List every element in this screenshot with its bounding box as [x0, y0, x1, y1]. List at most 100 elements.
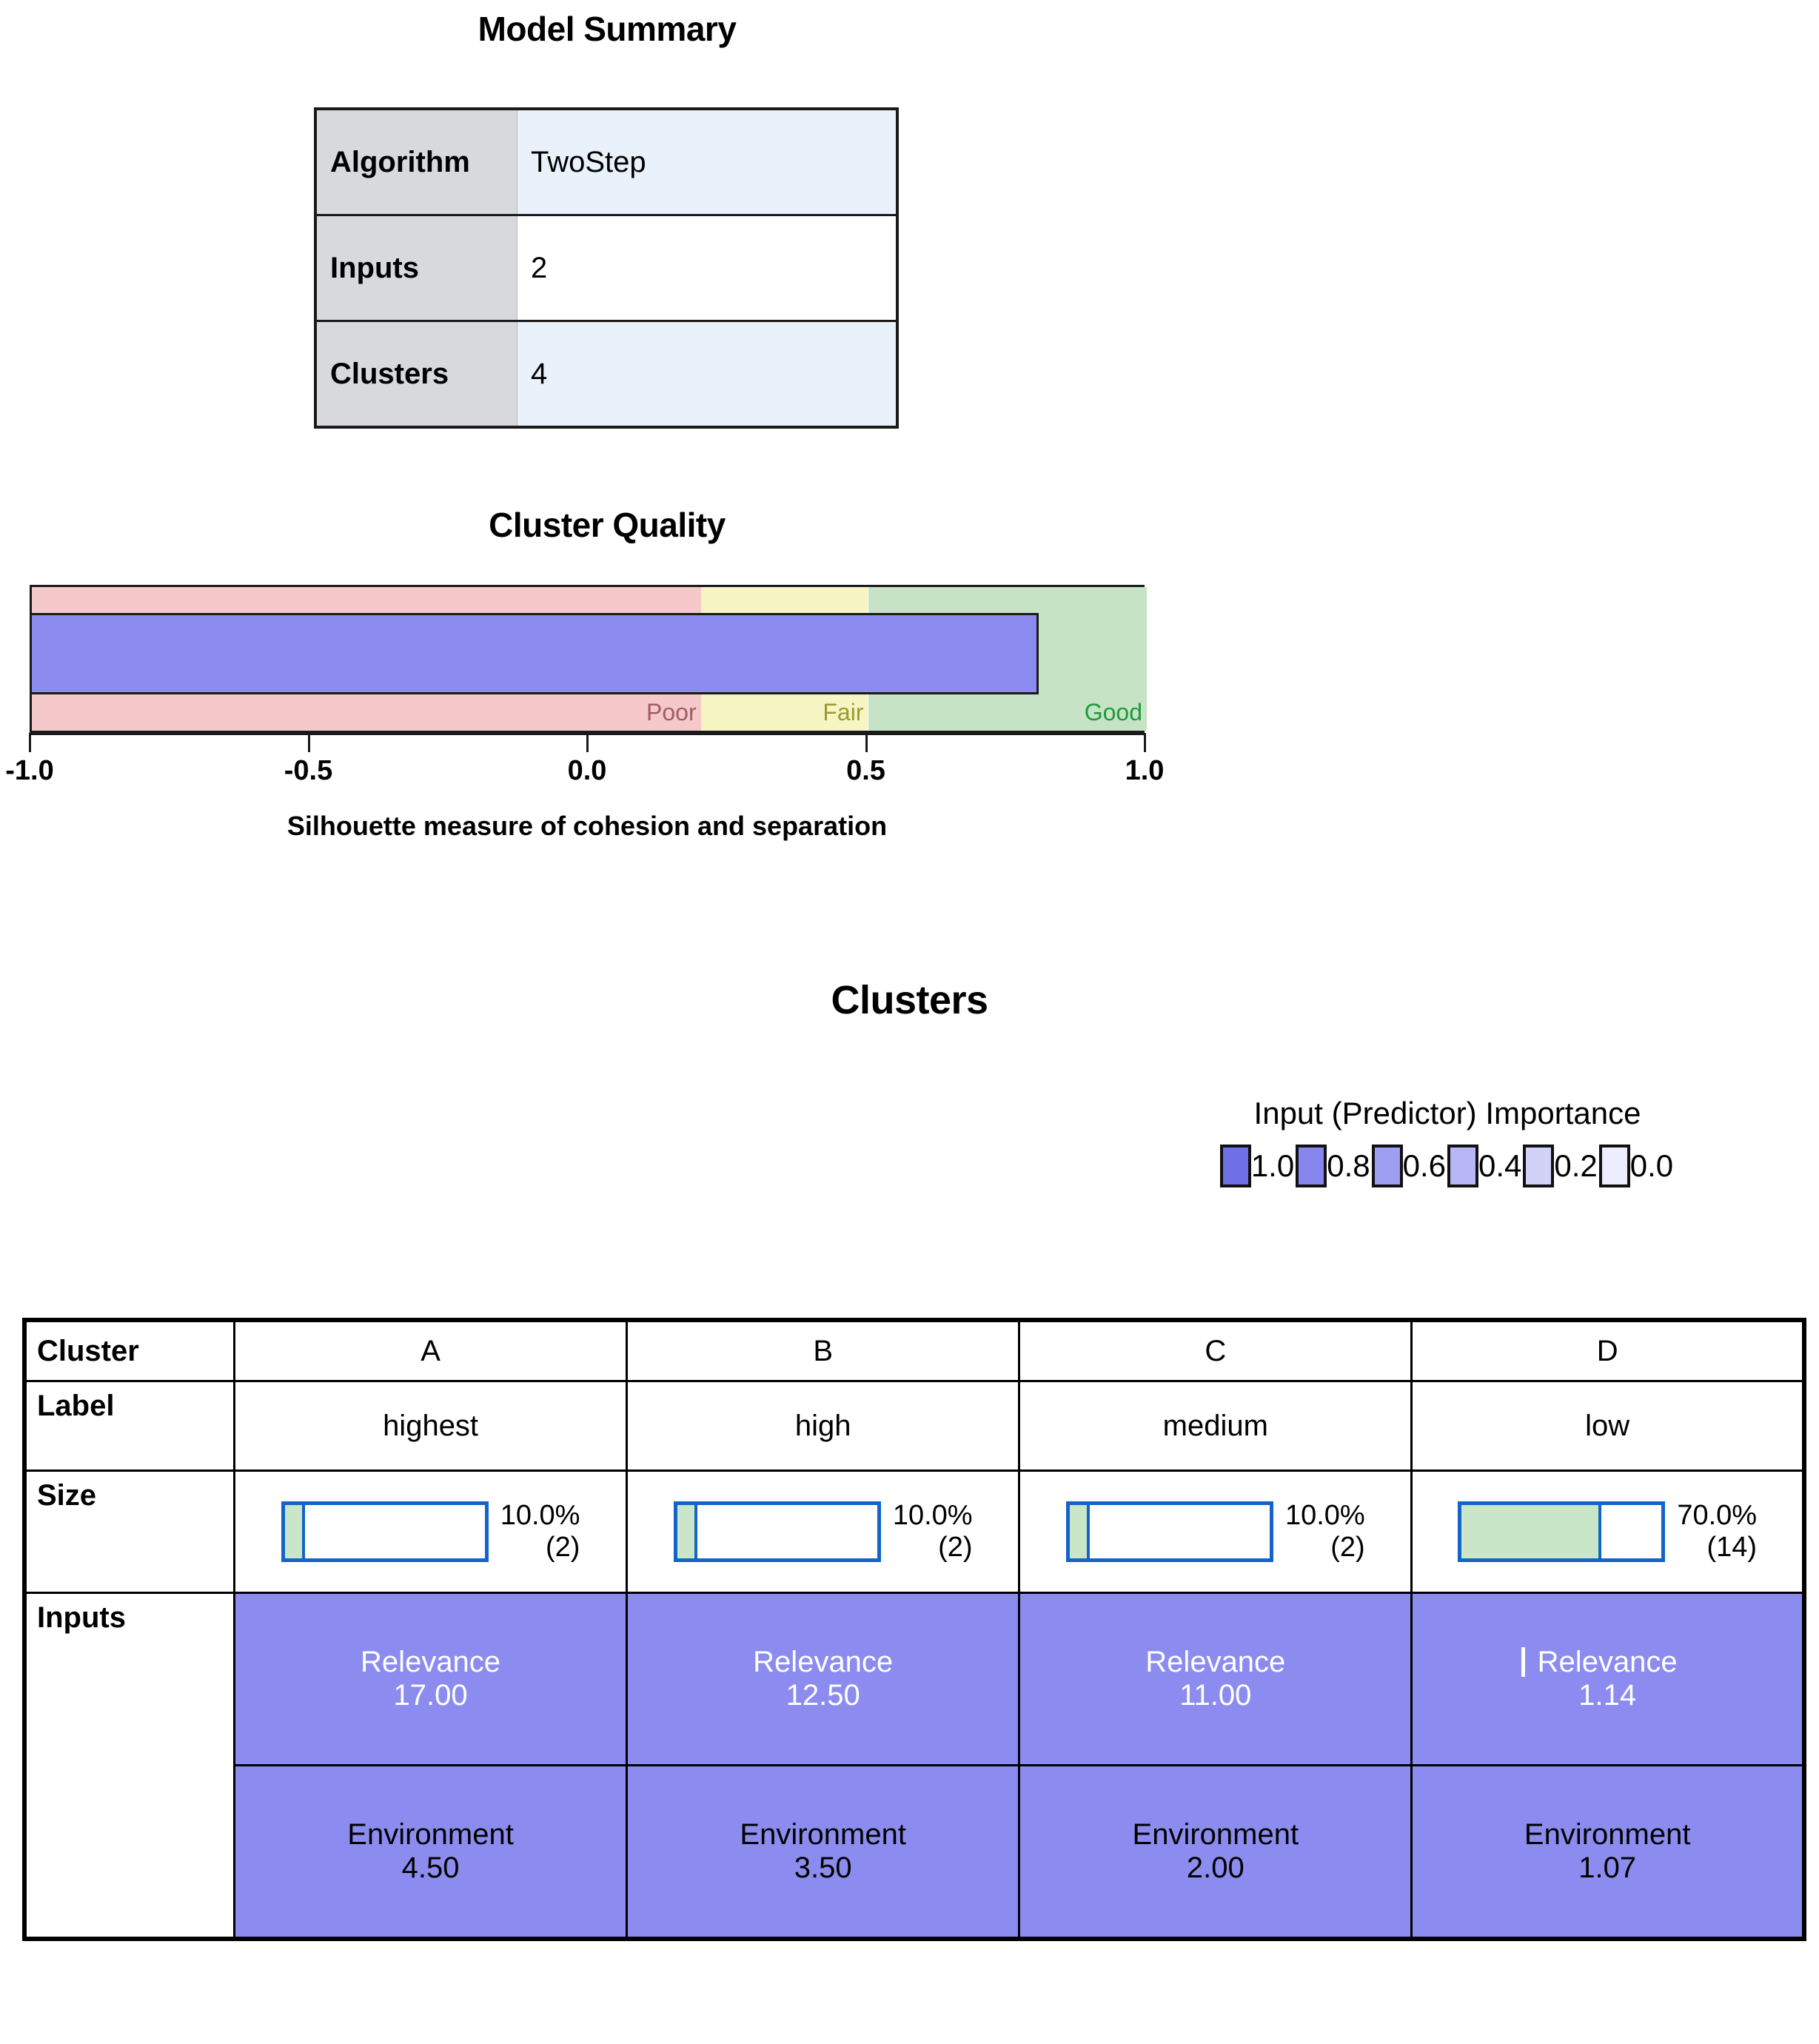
input-environment-value-d: 1.07: [1578, 1851, 1637, 1884]
silhouette-axis: -1.0 -0.5 0.0 0.5 1.0: [5, 733, 1164, 814]
input-environment-c: Environment 2.00: [1018, 1764, 1413, 1940]
clusters-title: Clusters: [831, 978, 988, 1022]
cluster-size-c: 10.0% (2): [1018, 1470, 1413, 1594]
input-environment-name-b: Environment: [740, 1818, 906, 1852]
cluster-size-b: 10.0% (2): [626, 1470, 1021, 1594]
cluster-name-a: A: [232, 1318, 629, 1382]
table-row: Clusters 4: [317, 320, 896, 426]
size-text-d: 70.0% (14): [1677, 1500, 1757, 1563]
model-summary-label-inputs: Inputs: [317, 214, 517, 322]
size-bar-fill-d: [1461, 1505, 1602, 1558]
input-relevance-a: Relevance 17.00: [232, 1592, 629, 1766]
cluster-name-d: D: [1410, 1318, 1806, 1382]
size-count-b: (2): [938, 1532, 973, 1563]
input-relevance-b: Relevance 12.50: [626, 1592, 1021, 1766]
axis-tick: [1144, 733, 1146, 752]
size-bar-fill-c: [1069, 1505, 1090, 1558]
input-environment-name-c: Environment: [1132, 1818, 1299, 1852]
importance-swatch-1-0: [1219, 1145, 1251, 1187]
input-relevance-name-b: Relevance: [753, 1646, 894, 1679]
size-text-b: 10.0% (2): [893, 1500, 973, 1563]
model-summary-label-algorithm: Algorithm: [317, 110, 517, 216]
silhouette-quality-chart: Poor Fair Good: [30, 585, 1147, 733]
cluster-label-d: low: [1410, 1380, 1806, 1472]
importance-swatch-0-6: [1371, 1145, 1403, 1187]
input-relevance-c: Relevance 11.00: [1018, 1592, 1413, 1766]
model-summary-value-inputs: 2: [517, 214, 896, 322]
input-environment-d: Environment 1.07: [1410, 1764, 1806, 1940]
size-bar-fill-a: [284, 1505, 305, 1558]
input-environment-value-c: 2.00: [1186, 1851, 1245, 1884]
cluster-label-a: highest: [232, 1380, 629, 1472]
axis-tick-label: 0.0: [567, 755, 607, 786]
clusters-table: Cluster A B C D Label highest high mediu…: [22, 1318, 1806, 1941]
importance-legend-value: 0.2: [1554, 1148, 1598, 1183]
cluster-label-b: high: [626, 1380, 1021, 1472]
cluster-label-c: medium: [1018, 1380, 1413, 1472]
axis-tick-label: -1.0: [5, 755, 54, 786]
importance-legend-value: 1.0: [1250, 1148, 1295, 1183]
importance-swatch-0-2: [1523, 1145, 1555, 1187]
row-header-size: Size: [23, 1470, 235, 1594]
size-percent-c: 10.0%: [1284, 1500, 1365, 1532]
axis-tick-label: -0.5: [284, 755, 333, 786]
importance-swatch-0-8: [1296, 1145, 1327, 1187]
input-relevance-value-d: 1.14: [1578, 1678, 1637, 1712]
cluster-name-b: B: [626, 1318, 1021, 1382]
axis-tick: [307, 733, 310, 752]
size-bar-fill-b: [677, 1505, 697, 1558]
input-environment-b: Environment 3.50: [626, 1764, 1021, 1940]
model-summary-title: Model Summary: [478, 10, 737, 48]
importance-tick-icon: [1521, 1647, 1525, 1678]
input-importance-legend-title: Input (Predictor) Importance: [1253, 1096, 1641, 1130]
axis-tick-label: 0.5: [846, 755, 885, 786]
axis-tick: [586, 733, 589, 752]
axis-tick: [865, 733, 868, 752]
quality-band-fair-label: Fair: [823, 699, 864, 726]
silhouette-measure-bar: [30, 613, 1039, 694]
input-relevance-value-b: 12.50: [785, 1678, 860, 1712]
table-row-size: Size 10.0% (2): [23, 1470, 1806, 1594]
importance-legend-value: 0.6: [1402, 1148, 1446, 1183]
input-environment-name-a: Environment: [347, 1818, 514, 1852]
quality-band-good-label: Good: [1084, 699, 1142, 726]
cluster-size-a: 10.0% (2): [232, 1470, 629, 1594]
model-summary-value-clusters: 4: [517, 320, 896, 426]
input-relevance-value-c: 11.00: [1179, 1678, 1252, 1712]
size-percent-b: 10.0%: [892, 1500, 973, 1532]
axis-tick-label: 1.0: [1125, 755, 1165, 786]
cluster-name-c: C: [1018, 1318, 1413, 1382]
row-header-inputs: Inputs: [23, 1592, 235, 1940]
quality-band-poor-label: Poor: [646, 699, 697, 726]
size-text-a: 10.0% (2): [500, 1500, 580, 1563]
table-row-label: Label highest high medium low: [23, 1380, 1806, 1472]
importance-swatch-0-0: [1598, 1145, 1630, 1187]
model-summary-label-clusters: Clusters: [317, 320, 517, 426]
axis-tick: [29, 733, 31, 752]
table-row-input-environment: Environment 4.50 Environment 3.50 Enviro…: [24, 1764, 1806, 1940]
table-row: Inputs 2: [317, 214, 896, 322]
importance-legend-value: 0.4: [1478, 1148, 1522, 1183]
table-row-cluster: Cluster A B C D: [23, 1318, 1806, 1382]
table-row: Algorithm TwoStep: [317, 110, 896, 216]
size-text-c: 10.0% (2): [1285, 1500, 1365, 1563]
input-relevance-name-a: Relevance: [361, 1646, 501, 1679]
input-environment-a: Environment 4.50: [232, 1764, 629, 1940]
size-percent-a: 10.0%: [500, 1500, 580, 1532]
input-relevance-d: Relevance 1.14: [1410, 1592, 1806, 1766]
row-header-label: Label: [23, 1380, 235, 1472]
table-row-input-relevance: Inputs Relevance 17.00 Relevance 12.50 R…: [23, 1592, 1806, 1940]
input-environment-name-d: Environment: [1524, 1818, 1691, 1852]
cluster-size-d: 70.0% (14): [1410, 1470, 1806, 1594]
input-relevance-value-a: 17.00: [393, 1678, 468, 1712]
cluster-quality-title: Cluster Quality: [489, 506, 726, 544]
size-count-c: (2): [1330, 1532, 1365, 1563]
row-header-cluster: Cluster: [23, 1318, 235, 1382]
importance-swatch-0-4: [1447, 1145, 1478, 1187]
input-relevance-name-c: Relevance: [1145, 1646, 1286, 1679]
model-summary-value-algorithm: TwoStep: [517, 110, 896, 216]
input-environment-value-b: 3.50: [794, 1851, 852, 1884]
model-summary-table: Algorithm TwoStep Inputs 2 Clusters 4: [314, 107, 899, 429]
